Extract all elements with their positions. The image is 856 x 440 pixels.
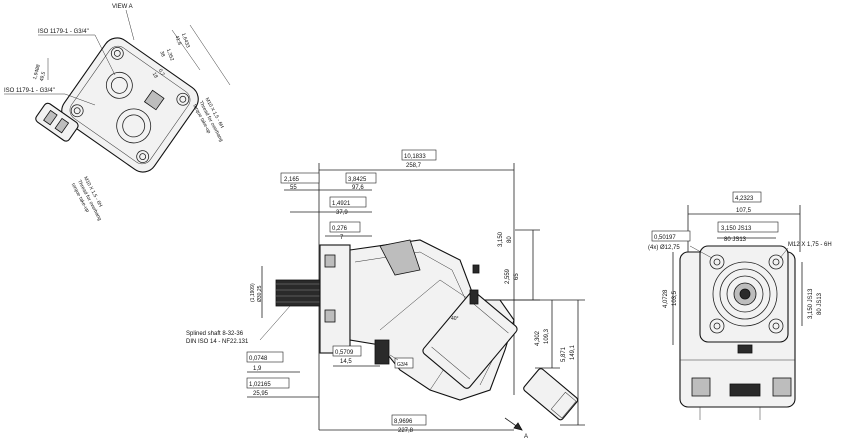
view-a-title: VIEW A: [112, 4, 133, 10]
dim-49-5: 49,5: [39, 71, 47, 82]
d-4-0728-in: 4,0728: [663, 289, 669, 308]
spline-label-2: DIN ISO 14 - NF22.131: [186, 339, 249, 345]
dim-1-6433: 1,6433: [180, 32, 191, 49]
d-2-559-in: 2,559: [505, 268, 511, 284]
d-1-4921-in: 1,4921: [332, 201, 351, 207]
d-5-871-in: 5,871: [561, 346, 567, 362]
dim-18: 18: [151, 72, 159, 80]
d-4-302-in: 4,302: [535, 330, 541, 346]
d-3-8425-in: 3,8425: [348, 177, 367, 183]
front-side-mm: 80 JS13: [817, 292, 823, 315]
front-view: 4,2323 107,5 3,150 JS13 80 JS13 0,50197 …: [648, 191, 832, 420]
d-0-5709-in: 0,5709: [335, 350, 354, 356]
d-3-8425-mm: 97,6: [352, 185, 364, 191]
d-1-1909-in: (1,1909): [250, 283, 256, 302]
cylinder-block: [422, 291, 518, 389]
d-hole-label: (4x) Ø12,75: [648, 245, 680, 251]
dim-0-7: 0,7: [157, 68, 166, 77]
d-4-302-mm: 109,3: [544, 328, 550, 344]
overall-in: 10,1833: [404, 154, 426, 160]
d-0-276-in: 0,276: [332, 226, 348, 232]
d-8-9696-in: 8,9696: [394, 419, 413, 425]
d-0-276-mm: 7: [340, 235, 344, 241]
d-3-150-front-in: 3,150 JS13: [721, 226, 752, 232]
iso-left-label: ISO 1179-1 - G3/4": [4, 88, 55, 94]
d-0-0748-in: 0,0748: [249, 356, 268, 362]
front-thread-label: M12 X 1,75 - 6H: [788, 242, 832, 248]
d-4-0728-mm: 103,5: [672, 290, 678, 306]
outlet-port: [523, 368, 579, 421]
d-8-9696-mm: 227,8: [398, 428, 414, 434]
d-3-150-in: 3,150: [498, 231, 504, 247]
g34-label: G3/4: [397, 362, 408, 368]
overall-mm: 258,7: [406, 163, 422, 169]
iso-top-label: ISO 1179-1 - G3/4": [38, 29, 89, 35]
d-4-2323-mm: 107,5: [736, 208, 752, 214]
side-view: 10,1833 258,7 2,165 55 3,8425 97,6 1,492…: [186, 149, 585, 440]
spline-label-1: Splined shaft 8-32-36: [186, 331, 244, 337]
angle-label: 40°: [451, 316, 459, 322]
d-1-4921-mm: 37,9: [336, 210, 348, 216]
d-3-150-front-mm: 80 JS13: [724, 237, 747, 243]
d-2-165-in: 2,165: [284, 177, 300, 183]
d-0-0748-mm: 1,9: [253, 366, 262, 372]
d-30-25-mm: Ø30,25: [257, 285, 263, 302]
d-4-2323-in: 4,2323: [735, 196, 754, 202]
d-2-559-mm: 65: [514, 273, 520, 280]
d-1-02165-mm: 25,95: [253, 391, 269, 397]
view-a: VIEW A ISO 1179-1 - G3/4" ISO 1179-1 - G…: [4, 4, 231, 222]
d-1-02165-in: 1,02165: [249, 382, 271, 388]
front-side-in: 3,150 JS13: [808, 288, 814, 319]
d-3-150-mm: 80: [507, 236, 513, 243]
dim-38: 38: [158, 50, 166, 57]
d-0-5709-mm: 14,5: [340, 359, 352, 365]
view-a-body: [61, 37, 199, 173]
d-5-871-mm: 149,1: [570, 344, 576, 360]
dim-41-8: 41,8: [173, 35, 182, 46]
view-arrow-a: A: [524, 434, 528, 440]
d-2-165-mm: 55: [290, 185, 297, 191]
d-0-50197-in: 0,50197: [654, 235, 676, 241]
drain-plug: [374, 339, 390, 365]
dim-1-9488: 1,9488: [32, 64, 42, 81]
port-b: [116, 108, 152, 144]
dim-1-352: 1,352: [165, 48, 175, 62]
port-a: [105, 71, 133, 99]
